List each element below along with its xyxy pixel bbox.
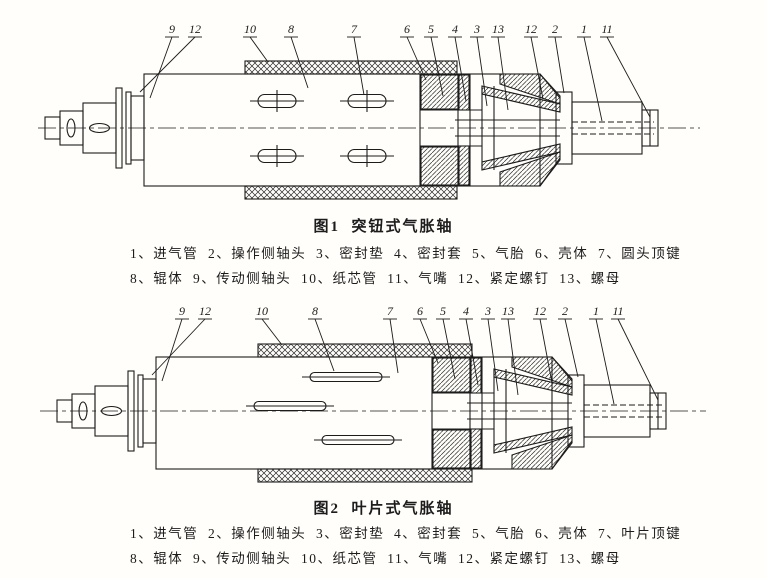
figure1-drawing: 9 12 10 8 7 6	[38, 22, 700, 200]
figure1-callouts: 9 12 10 8 7 6	[139, 22, 651, 122]
callout-label: 10	[244, 22, 256, 36]
callout-5: 5	[424, 22, 444, 97]
callout-8: 8	[308, 304, 335, 372]
figure1-parts-line2: 8、辊体 9、传动侧轴头 10、纸芯管 11、气嘴 12、紧定螺钉 13、螺母	[130, 271, 621, 286]
callout-3: 3	[481, 304, 499, 392]
figure2-parts-line1: 1、进气管 2、操作侧轴头 3、密封垫 4、密封套 5、气胎 6、壳体 7、叶片…	[130, 526, 682, 541]
callout-label: 12	[525, 22, 537, 36]
callout-10: 10	[255, 304, 283, 346]
callout-label: 11	[612, 304, 623, 318]
callout-5: 5	[436, 304, 456, 380]
callout-label: 6	[417, 304, 423, 318]
paper-core-tube-top	[257, 343, 473, 358]
callout-4: 4	[459, 304, 479, 386]
air-tire-and-seal-assembly	[419, 73, 561, 187]
paper-core-tube-bottom	[257, 468, 473, 483]
callout-6: 6	[400, 22, 427, 81]
callout-3: 3	[470, 22, 488, 107]
round-head-key-slots	[250, 90, 394, 167]
callout-label: 12	[199, 304, 211, 318]
paper-core-tube-top	[244, 60, 458, 75]
callout-label: 8	[312, 304, 318, 318]
callout-label: 5	[440, 304, 446, 318]
callout-4: 4	[448, 22, 467, 102]
callout-label: 2	[562, 304, 568, 318]
callout-13: 13	[491, 22, 509, 111]
callout-2: 2	[548, 22, 565, 94]
callout-label: 10	[256, 304, 268, 318]
callout-7: 7	[383, 304, 399, 374]
callout-label: 1	[581, 22, 587, 36]
callout-11: 11	[600, 22, 651, 118]
callout-8: 8	[284, 22, 309, 89]
callout-label: 7	[351, 22, 358, 36]
callout-label: 3	[484, 304, 491, 318]
callout-10: 10	[243, 22, 269, 63]
callout-13: 13	[501, 304, 519, 396]
figure2-caption: 图2 叶片式气胀轴	[313, 501, 454, 517]
callout-12-right: 12	[524, 22, 544, 100]
callout-label: 13	[492, 22, 504, 36]
operator-side-shaft-head	[555, 91, 659, 165]
callout-12-left: 12	[151, 304, 212, 376]
callout-7: 7	[347, 22, 365, 96]
callout-label: 4	[463, 304, 469, 318]
air-tire-and-seal-assembly	[431, 356, 573, 470]
figure1-caption: 图1 突钮式气胀轴	[313, 219, 454, 235]
callout-11: 11	[611, 304, 659, 401]
figure2-parts-line2: 8、辊体 9、传动侧轴头 10、纸芯管 11、气嘴 12、紧定螺钉 13、螺母	[130, 551, 621, 566]
callout-label: 13	[502, 304, 514, 318]
callout-label: 11	[601, 22, 612, 36]
callout-label: 6	[404, 22, 410, 36]
operator-side-shaft-head	[567, 374, 667, 448]
figure1-parts-line1: 1、进气管 2、操作侧轴头 3、密封垫 4、密封套 5、气胎 6、壳体 7、圆头…	[130, 246, 682, 261]
callout-6: 6	[413, 304, 439, 364]
figure2-drawing: 9 12 10 8 7 6	[40, 304, 706, 483]
callout-label: 5	[428, 22, 434, 36]
callout-label: 12	[189, 22, 201, 36]
figure2-callouts: 9 12 10 8 7 6	[151, 304, 659, 405]
callout-label: 12	[534, 304, 546, 318]
callout-12-right: 12	[533, 304, 553, 384]
callout-9: 9	[161, 304, 189, 382]
callout-label: 2	[552, 22, 558, 36]
callout-label: 8	[288, 22, 294, 36]
callout-label: 9	[179, 304, 185, 318]
callout-label: 7	[387, 304, 394, 318]
paper-core-tube-bottom	[244, 185, 458, 200]
callout-label: 3	[473, 22, 480, 36]
callout-label: 9	[169, 22, 175, 36]
callout-1: 1	[589, 304, 615, 405]
callout-12-left: 12	[139, 22, 202, 93]
drive-side-shaft-head	[56, 370, 157, 452]
callout-1: 1	[577, 22, 603, 122]
drive-side-shaft-head	[44, 87, 145, 169]
callout-9: 9	[149, 22, 179, 99]
blade-key-slots	[246, 371, 402, 446]
callout-label: 4	[452, 22, 458, 36]
callout-label: 1	[593, 304, 599, 318]
callout-2: 2	[558, 304, 579, 378]
